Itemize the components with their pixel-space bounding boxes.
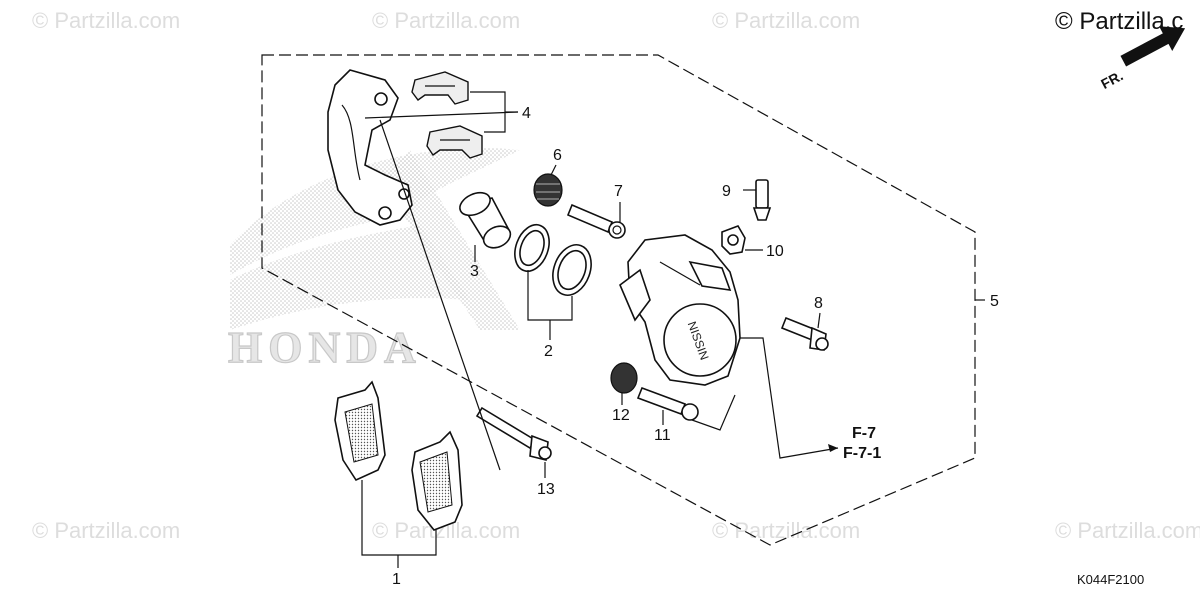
callout-6: 6 [553,147,562,164]
brake-pad-left [334,380,386,482]
watermark-bottom-4: © Partzilla.com [1055,518,1200,543]
watermark-top-3: © Partzilla.com [712,8,861,33]
callout-11: 11 [654,427,671,444]
pad-retainer-upper [411,71,469,105]
diagram-code: K044F2100 [1077,572,1145,587]
watermark-top-1: © Partzilla.com [32,8,181,33]
watermark-bottom-3: © Partzilla.com [712,518,861,543]
slide-pin-lower [636,386,699,421]
leader-lines [361,91,985,568]
pin-boot-lower [610,362,638,394]
reference-f7[interactable]: F-7 [852,425,876,442]
callout-8: 8 [814,295,823,312]
callout-9: 9 [722,183,731,200]
callout-12: 12 [612,407,630,424]
reference-f7-1[interactable]: F-7-1 [843,445,881,462]
bleed-valve [752,179,772,221]
callout-13: 13 [537,481,555,498]
bleeder-cap [721,225,746,255]
callout-10: 10 [766,243,784,260]
callout-3: 3 [470,263,479,280]
copyright-text: © Partzilla.c [1055,8,1184,35]
callout-5: 5 [990,293,999,310]
brake-pad-right [411,430,463,531]
callout-4: 4 [522,105,531,122]
slide-pin-upper [566,203,626,239]
mounting-bolt-long [475,406,552,461]
pad-retainer-lower [426,125,483,159]
mounting-bolt-right [780,316,829,351]
watermark-top-2: © Partzilla.com [372,8,521,33]
honda-logo-text: HONDA [228,323,422,372]
piston-seals [514,223,592,296]
piston [459,191,512,249]
caliper-body: NISSIN [619,234,741,386]
callout-2: 2 [544,343,553,360]
callout-7: 7 [614,183,623,200]
assembly-boundary [261,54,976,546]
front-direction-label: FR. [1098,67,1125,92]
callout-1: 1 [392,571,401,588]
pin-boot-upper [533,173,563,207]
watermark-bottom-1: © Partzilla.com [32,518,181,543]
